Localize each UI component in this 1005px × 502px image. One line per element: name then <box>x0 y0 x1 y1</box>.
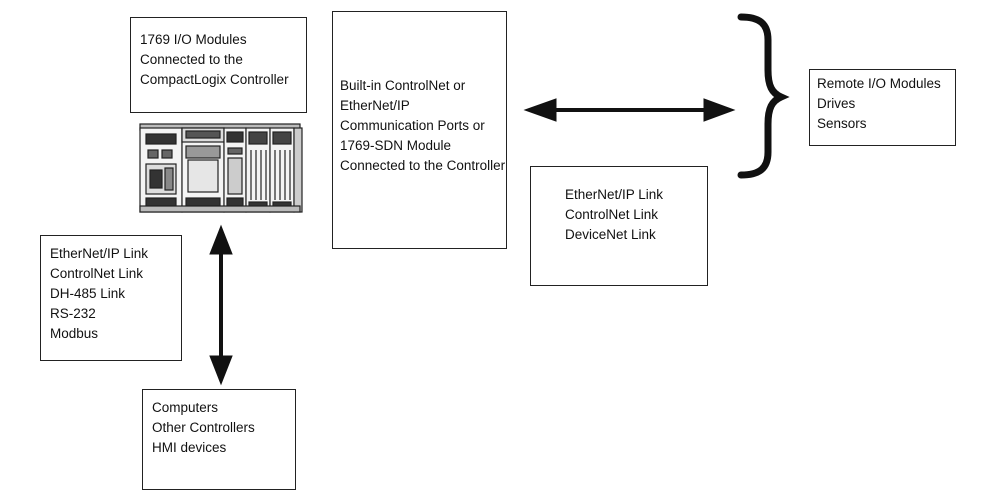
box-text-line: Drives <box>817 96 856 111</box>
builtin-communication-ports-box: Built-in ControlNet or EtherNet/IP Commu… <box>332 11 507 249</box>
network-links-right-box: EtherNet/IP Link ControlNet Link DeviceN… <box>530 166 708 286</box>
box-text-line: Remote I/O Modules <box>817 76 941 91</box>
box-text-line: Computers <box>152 400 219 415</box>
box-text-line: EtherNet/IP Link <box>565 187 664 202</box>
box-text-line: RS-232 <box>50 306 96 321</box>
box-text-line: Other Controllers <box>152 420 255 435</box>
box-text-line: DeviceNet Link <box>565 227 656 242</box>
network-links-left-box: EtherNet/IP Link ControlNet Link DH-485 … <box>40 235 182 361</box>
box-text-line: Connected to the Controller <box>340 158 506 173</box>
box-text-line: Connected to the <box>140 52 243 67</box>
curly-brace <box>737 13 790 179</box>
horizontal-double-arrow <box>523 98 736 122</box>
compactlogix-io-modules-box: 1769 I/O Modules Connected to the Compac… <box>130 17 307 113</box>
box-text-line: HMI devices <box>152 440 227 455</box>
box-text-line: EtherNet/IP <box>340 98 410 113</box>
box-text-line: DH-485 Link <box>50 286 126 301</box>
box-text-line: Built-in ControlNet or <box>340 78 466 93</box>
vertical-double-arrow <box>209 224 233 386</box>
box-text-line: ControlNet Link <box>50 266 144 281</box>
box-text-line: EtherNet/IP Link <box>50 246 149 261</box>
compactlogix-controller-illustration <box>139 123 303 213</box>
box-text-line: 1769 I/O Modules <box>140 32 247 47</box>
box-text-line: Sensors <box>817 116 867 131</box>
box-text-line: Modbus <box>50 326 99 341</box>
box-text-line: 1769-SDN Module <box>340 138 452 153</box>
host-devices-box: Computers Other Controllers HMI devices <box>142 389 296 490</box>
box-text-line: Communication Ports or <box>340 118 485 133</box>
remote-devices-box: Remote I/O Modules Drives Sensors <box>809 69 956 146</box>
box-text-line: CompactLogix Controller <box>140 72 289 87</box>
box-text-line: ControlNet Link <box>565 207 659 222</box>
